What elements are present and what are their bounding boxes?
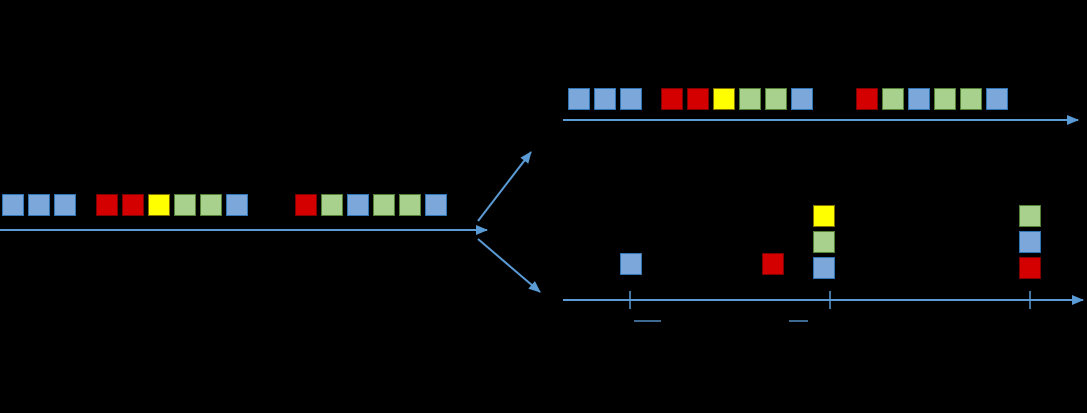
event-square-red (856, 88, 878, 110)
event-square-yellow (813, 205, 835, 227)
event-square-blue (2, 194, 24, 216)
event-square-red (661, 88, 683, 110)
event-square-green (174, 194, 196, 216)
event-square-green (739, 88, 761, 110)
event-square-green (373, 194, 395, 216)
event-square-blue (986, 88, 1008, 110)
event-square-yellow (713, 88, 735, 110)
event-square-green (321, 194, 343, 216)
event-square-blue (568, 88, 590, 110)
event-square-green (960, 88, 982, 110)
event-square-yellow (148, 194, 170, 216)
event-square-blue (594, 88, 616, 110)
event-square-blue (226, 194, 248, 216)
event-square-green (882, 88, 904, 110)
event-square-blue (1019, 231, 1041, 253)
event-square-blue (425, 194, 447, 216)
event-square-green (765, 88, 787, 110)
event-square-green (813, 231, 835, 253)
event-square-red (96, 194, 118, 216)
event-square-blue (620, 253, 642, 275)
event-square-red (122, 194, 144, 216)
event-square-green (1019, 205, 1041, 227)
event-square-blue (908, 88, 930, 110)
event-square-green (200, 194, 222, 216)
event-square-red (1019, 257, 1041, 279)
event-square-green (934, 88, 956, 110)
event-square-red (295, 194, 317, 216)
event-square-blue (813, 257, 835, 279)
event-square-blue (347, 194, 369, 216)
event-square-blue (28, 194, 50, 216)
event-square-green (399, 194, 421, 216)
event-square-blue (620, 88, 642, 110)
event-square-red (687, 88, 709, 110)
event-square-red (762, 253, 784, 275)
event-square-blue (54, 194, 76, 216)
event-square-blue (791, 88, 813, 110)
